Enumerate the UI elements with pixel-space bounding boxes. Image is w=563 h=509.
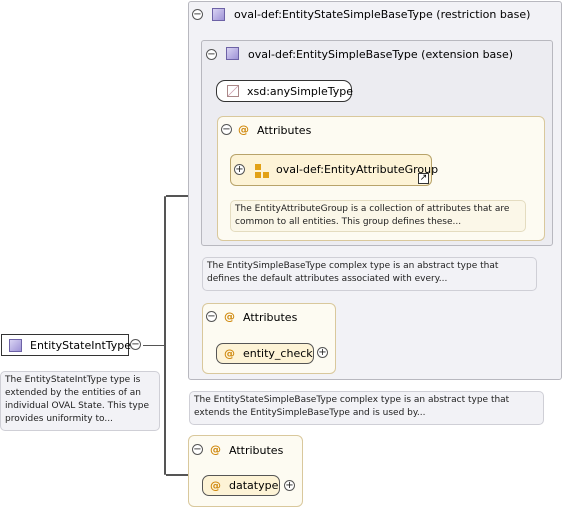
extension-collapse-toggle[interactable]: −: [206, 49, 217, 60]
datatype-attribute[interactable]: @ datatype: [202, 475, 280, 496]
complex-type-icon: [9, 339, 22, 352]
root-collapse-toggle[interactable]: −: [130, 339, 141, 350]
attribute-group-icon: [255, 164, 269, 178]
entity-check-at-icon: @: [224, 347, 235, 360]
attribute-group-note: The EntityAttributeGroup is a collection…: [230, 200, 526, 232]
entity-check-attribute[interactable]: @ entity_check: [216, 343, 314, 364]
restriction-label: oval-def:EntityStateSimpleBaseType (rest…: [234, 8, 531, 21]
attributes-at-icon: @: [238, 123, 249, 136]
extension-label: oval-def:EntitySimpleBaseType (extension…: [248, 48, 514, 61]
datatype-expand-toggle[interactable]: +: [284, 480, 295, 491]
extension-type-icon: [226, 47, 239, 60]
restriction-collapse-toggle[interactable]: −: [192, 9, 203, 20]
restriction-attributes-heading: Attributes: [243, 311, 298, 324]
root-note: The EntityStateIntType type is extended …: [0, 371, 160, 431]
restriction-type-icon: [212, 8, 225, 21]
attribute-group-expand-toggle[interactable]: +: [234, 164, 245, 175]
datatype-label: datatype: [229, 479, 279, 492]
tree-spine: [164, 196, 166, 475]
root-attributes-heading: Attributes: [229, 444, 284, 457]
extension-attributes-heading: Attributes: [257, 124, 312, 137]
simple-type-pill[interactable]: xsd:anySimpleType: [216, 80, 353, 102]
extension-note: The EntitySimpleBaseType complex type is…: [202, 257, 537, 291]
root-element-box[interactable]: EntityStateIntType: [1, 334, 132, 356]
attribute-group-box[interactable]: oval-def:EntityAttributeGroup ↗: [230, 154, 438, 186]
restriction-attributes-at-icon: @: [224, 310, 235, 323]
simple-type-icon: [227, 85, 239, 97]
root-connector: [143, 345, 165, 346]
extension-attributes-collapse-toggle[interactable]: −: [221, 124, 232, 135]
attribute-group-label: oval-def:EntityAttributeGroup: [276, 163, 439, 176]
simple-type-label: xsd:anySimpleType: [247, 85, 353, 98]
datatype-at-icon: @: [210, 479, 221, 492]
reference-link-icon[interactable]: ↗: [418, 173, 429, 184]
root-attributes-collapse-toggle[interactable]: −: [192, 444, 203, 455]
entity-check-label: entity_check: [243, 347, 313, 360]
root-attributes-at-icon: @: [210, 443, 221, 456]
restriction-note: The EntityStateSimpleBaseType complex ty…: [189, 391, 544, 425]
restriction-attributes-collapse-toggle[interactable]: −: [206, 311, 217, 322]
branch-attributes: [166, 474, 189, 476]
branch-restriction: [166, 195, 189, 197]
entity-check-expand-toggle[interactable]: +: [317, 347, 328, 358]
root-element-label: EntityStateIntType: [30, 339, 132, 352]
